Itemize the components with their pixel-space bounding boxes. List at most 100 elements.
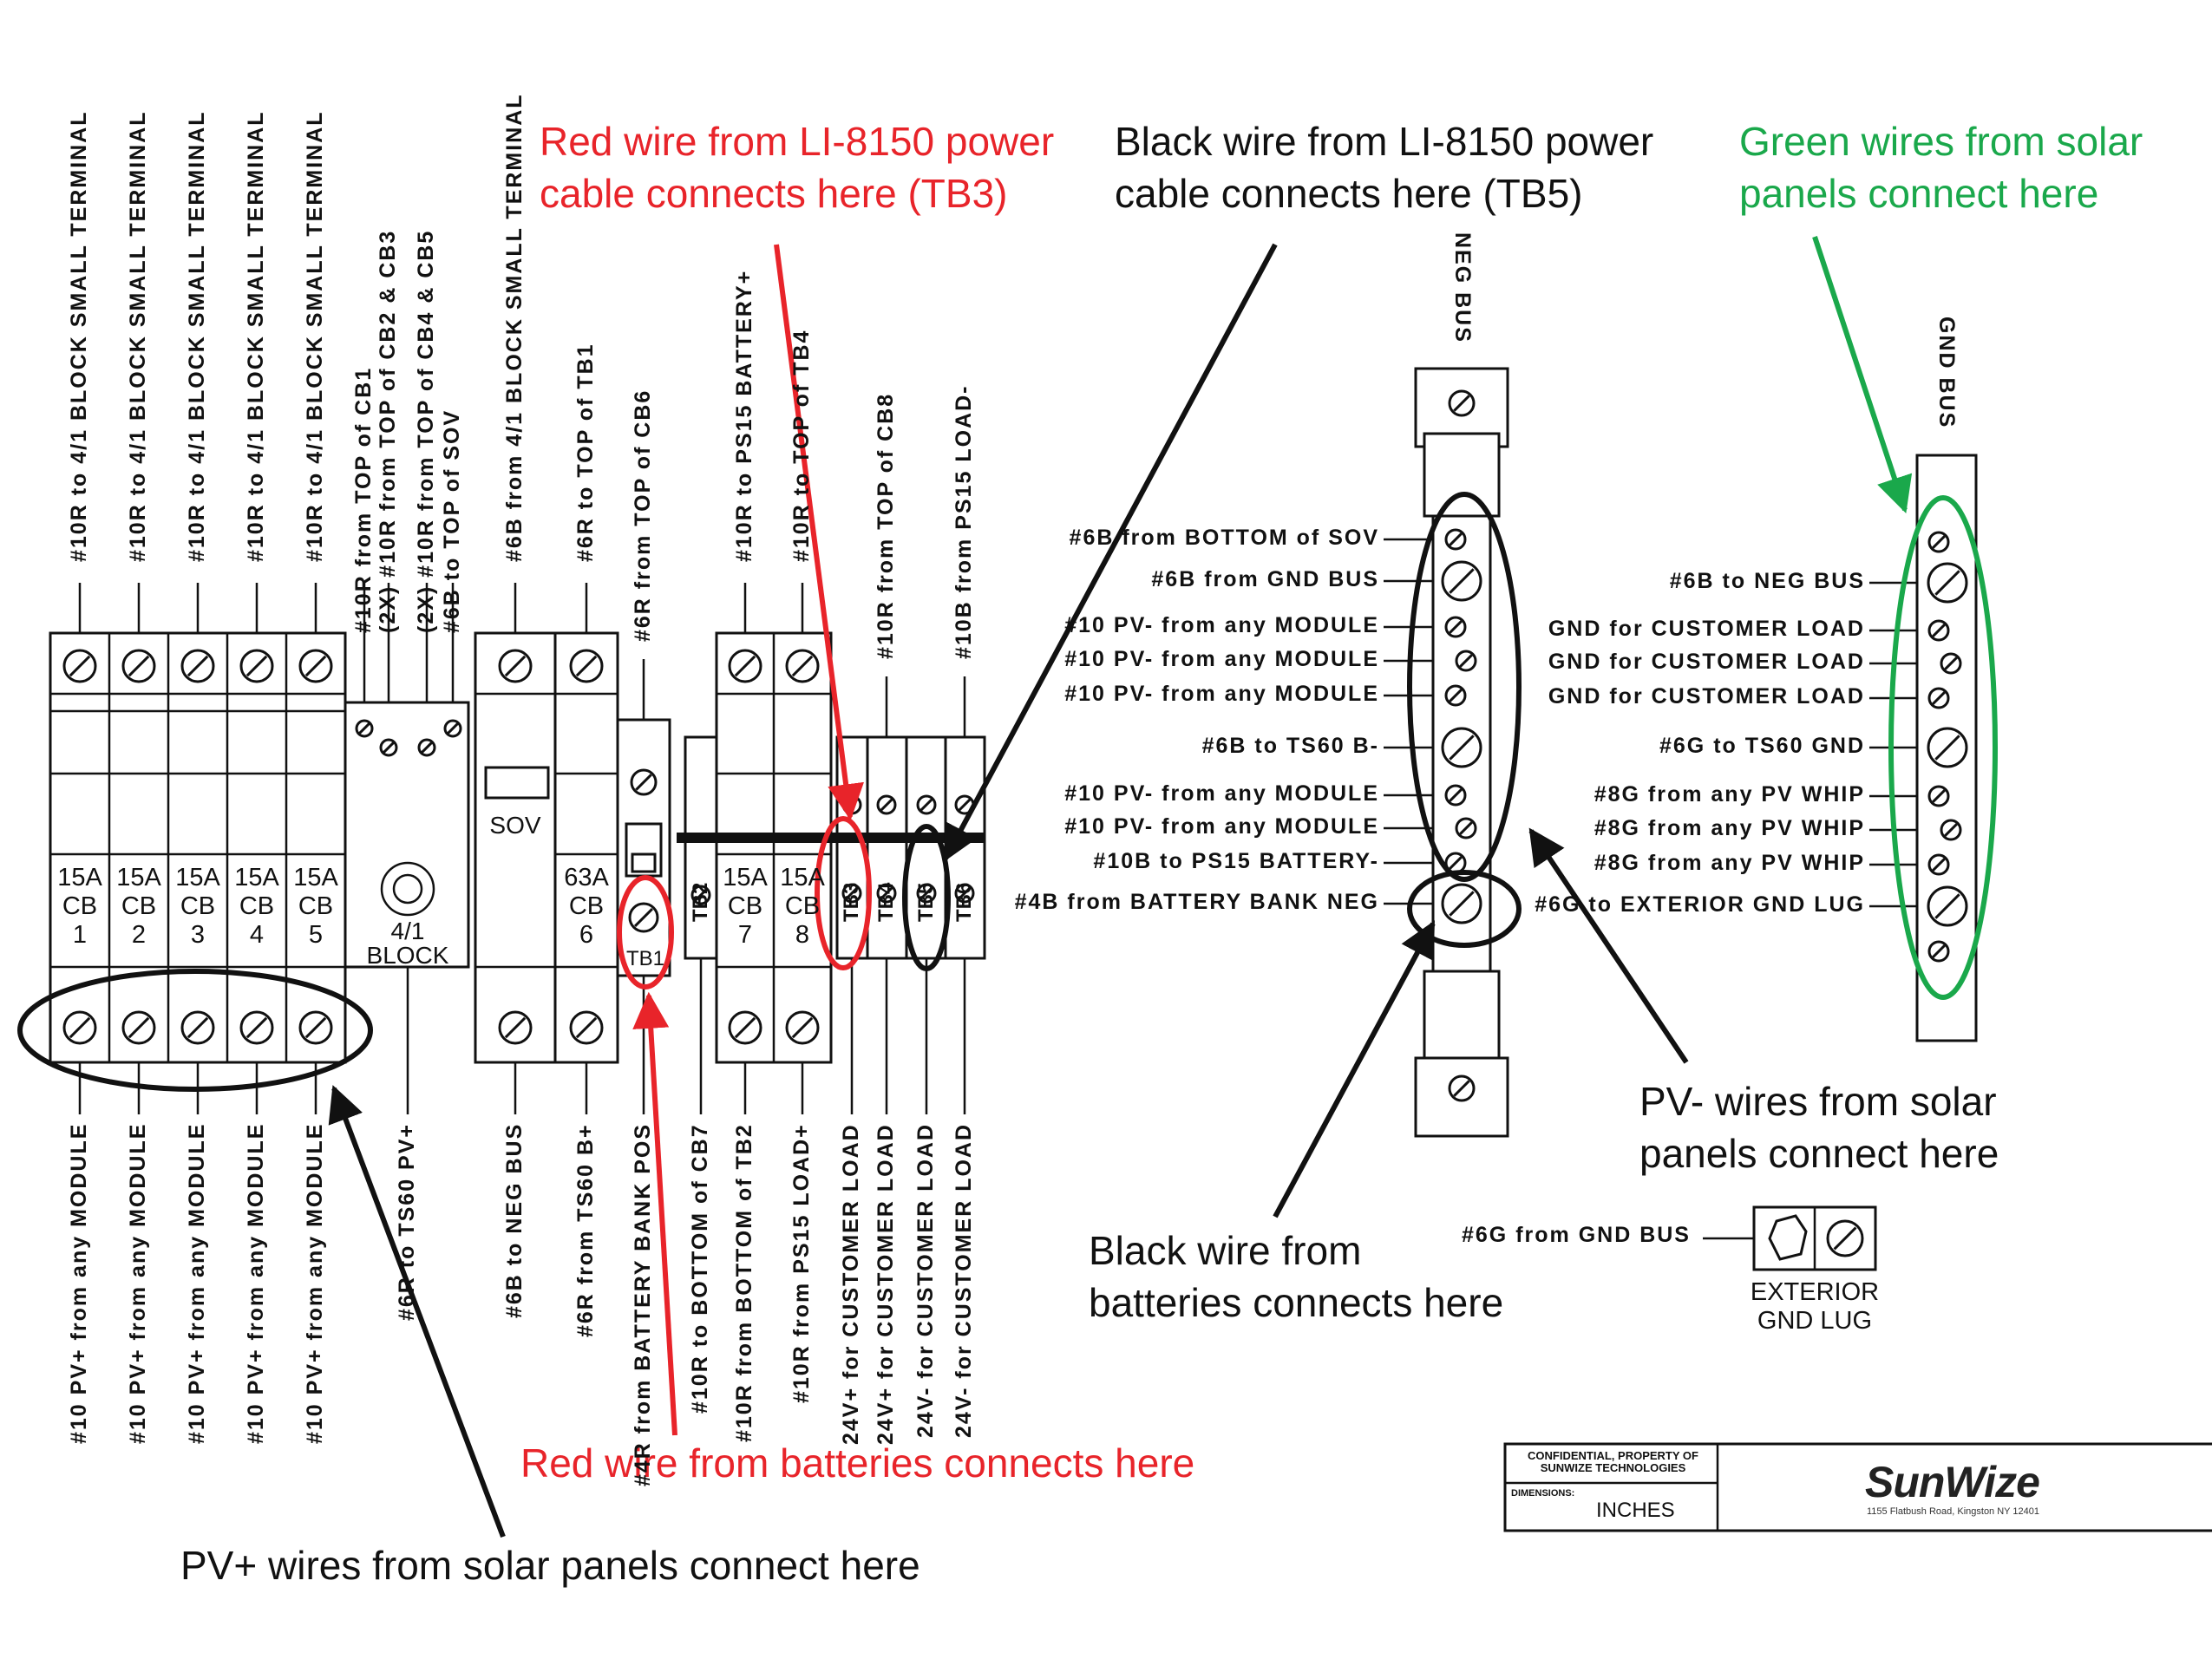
neg-bus-screw-6-slot	[1449, 735, 1475, 761]
annotation-black-battery-line2: batteries connects here	[1089, 1280, 1504, 1325]
annotation-pv-minus-line2: panels connect here	[1639, 1131, 1999, 1176]
highlight-pv-minus	[1407, 492, 1522, 882]
gnd-bus-wire-label: GND for CUSTOMER LOAD	[1548, 650, 1865, 674]
cb5-bottom-screw-slot	[304, 1016, 327, 1039]
block-label: 4/1 BLOCK	[363, 919, 453, 968]
block-label-2: BLOCK	[366, 942, 449, 969]
tb1-bottom-screw-slot	[634, 908, 653, 927]
neg-bus-screw-5-slot	[1449, 689, 1463, 702]
annotation-pv-plus: PV+ wires from solar panels connect here	[180, 1543, 920, 1588]
annotation-green-line1: Green wires from solar	[1739, 119, 2143, 164]
gnd-bus-screw-4-slot	[1944, 656, 1958, 670]
breaker-num: 4	[249, 921, 265, 949]
breaker-type: CB	[727, 892, 763, 920]
top-wire-label: #10R to 4/1 BLOCK SMALL TERMINAL	[244, 110, 268, 562]
top-wire-label: #10R to PS15 BATTERY+	[732, 269, 756, 562]
gnd-bus-screw-9-slot	[1932, 858, 1946, 872]
neg-bus-bottom-bolt-slot	[1453, 1080, 1470, 1097]
annotation-pv-minus: PV- wires from solar panels connect here	[1639, 1075, 1999, 1179]
bottom-wire-label: 24V- for CUSTOMER LOAD	[952, 1122, 976, 1438]
bottom-wire-label: #10 PV+ from any MODULE	[244, 1122, 268, 1444]
neg-bus-top-bolt-slot	[1453, 395, 1470, 412]
gnd-bus-wire-label: GND for CUSTOMER LOAD	[1548, 684, 1865, 709]
annotation-black-battery-line1: Black wire from	[1089, 1228, 1362, 1273]
bottom-wire-label: #4R from BATTERY BANK POS	[631, 1122, 655, 1486]
gnd-bus-wire-label: #6B to NEG BUS	[1669, 569, 1865, 593]
gnd-bus-wire-label: #8G from any PV WHIP	[1594, 782, 1865, 807]
ext-lug-hex	[1768, 1214, 1808, 1261]
neg-bus-screw-9-slot	[1449, 856, 1463, 870]
ext-lug-wire-label: #6G from GND BUS	[1462, 1223, 1691, 1247]
annotation-green: Green wires from solar panels connect he…	[1739, 115, 2143, 219]
arrow-black-battery	[1273, 920, 1436, 1218]
ext-lug-label: EXTERIOR GND LUG	[1745, 1278, 1884, 1336]
terminal-block-tb2	[684, 735, 718, 960]
block-screw-3-slot	[421, 741, 433, 754]
top-wire-label: #10R to 4/1 BLOCK SMALL TERMINAL	[185, 110, 209, 562]
bottom-wire-label: #10R from PS15 LOAD+	[789, 1123, 814, 1403]
cb3-bottom-screw-slot	[187, 1016, 209, 1039]
annotation-red-tb3-line2: cable connects here (TB3)	[540, 171, 1008, 216]
tb2-screw-slot	[694, 888, 708, 902]
tb6-mid-screw-slot	[958, 886, 972, 900]
top-wire-label: #10R to TOP of TB4	[789, 329, 814, 562]
tb6-top-screw-slot	[958, 798, 972, 812]
neg-bus-screw-10-slot	[1449, 891, 1475, 917]
block-screw-2-slot	[383, 741, 395, 754]
breaker-type: CB	[298, 892, 334, 920]
bottom-wire-label: #6R to TS60 PV+	[395, 1123, 419, 1321]
bottom-wire-label: #10 PV+ from any MODULE	[185, 1122, 209, 1444]
tb-label-tb4: TB4	[874, 882, 898, 922]
neg-bus-wire-label: #6B to TS60 B-	[1201, 734, 1379, 758]
cb4-top-screw-slot	[245, 655, 268, 677]
annotation-red-battery: Red wire from batteries connects here	[520, 1440, 1195, 1486]
breaker-num: 5	[308, 921, 324, 949]
breaker-type: CB	[568, 892, 605, 920]
title-confidential-1: CONFIDENTIAL, PROPERTY OF	[1528, 1449, 1698, 1462]
sov-bottom-screw-slot	[504, 1016, 527, 1039]
tb-label-tb3: TB3	[840, 882, 863, 922]
top-wire-label: #6B from 4/1 BLOCK SMALL TERMINAL	[502, 93, 527, 562]
title-dimensions-label: DIMENSIONS:	[1511, 1488, 1575, 1499]
top-wire-label: #6R from TOP of CB6	[631, 389, 655, 642]
block-label-1: 4/1	[390, 918, 425, 944]
jumper-bar	[677, 833, 985, 843]
highlight-battery-neg	[1407, 870, 1522, 948]
tb5-mid-screw-slot	[919, 886, 933, 900]
cb6-bottom-screw-slot	[575, 1016, 598, 1039]
top-wire-label: #10R to 4/1 BLOCK SMALL TERMINAL	[126, 110, 150, 562]
breaker-num: 7	[737, 921, 753, 949]
breaker-type: CB	[180, 892, 216, 920]
neg-bus-wire-label: #10B to PS15 BATTERY-	[1093, 849, 1379, 873]
tb-label-tb5: TB5	[914, 882, 938, 922]
breaker-type: CB	[784, 892, 821, 920]
title-block	[1503, 1442, 2212, 1532]
gnd-bus-wire-label: #6G to TS60 GND	[1659, 734, 1865, 758]
tb4-mid-screw-slot	[880, 886, 893, 900]
breaker-type: CB	[239, 892, 275, 920]
highlight-pv-plus	[17, 969, 373, 1092]
gnd-bus-title: GND BUS	[1934, 317, 1959, 429]
top-wire-label: #6B to TOP of SOV	[440, 408, 464, 633]
gnd-bus-wire-label: #8G from any PV WHIP	[1594, 816, 1865, 840]
neg-bus-wire-label: #10 PV- from any MODULE	[1064, 682, 1379, 706]
gnd-bus-screw-7-slot	[1932, 789, 1946, 803]
tb1-top-screw-slot	[635, 774, 652, 791]
gnd-bus-screw-6-slot	[1934, 735, 1960, 761]
cb2-top-screw-slot	[128, 655, 150, 677]
arrow-pv-minus	[1528, 827, 1689, 1064]
breaker-type: CB	[121, 892, 157, 920]
neg-bus-wire-label: #4B from BATTERY BANK NEG	[1014, 890, 1379, 914]
title-dimensions-value: INCHES	[1596, 1499, 1675, 1522]
block-screw-1-slot	[358, 722, 370, 735]
bottom-wire-label: #10 PV+ from any MODULE	[67, 1122, 91, 1444]
sunwize-logo: SunWize	[1865, 1458, 2040, 1506]
cb8-bottom-screw-slot	[791, 1016, 814, 1039]
top-wire-label: #10R to 4/1 BLOCK SMALL TERMINAL	[303, 110, 327, 562]
breaker-rating: 15A	[780, 864, 825, 892]
title-confidential-2: SUNWIZE TECHNOLOGIES	[1540, 1461, 1686, 1474]
cb7-top-screw-slot	[734, 655, 756, 677]
